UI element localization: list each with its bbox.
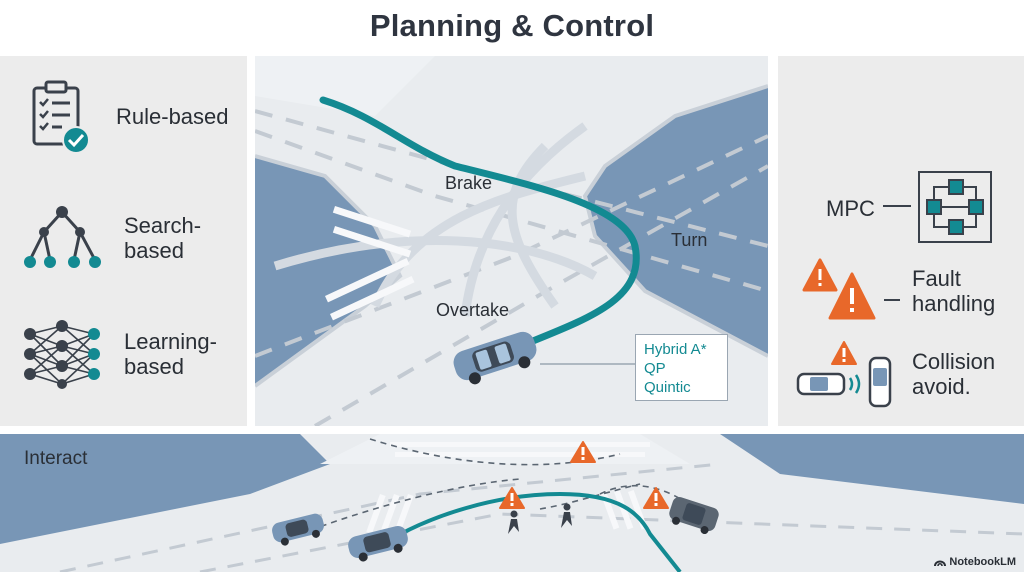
interact-label: Interact: [24, 448, 88, 469]
approach-label: Search- based: [124, 213, 202, 263]
brake-label: Brake: [445, 173, 492, 193]
checklist-icon: [32, 80, 90, 154]
neural-network-icon: [24, 320, 100, 389]
callout-line: Hybrid A*: [644, 341, 707, 358]
control-fault-handling: Fault handling: [802, 256, 995, 326]
turn-label: Turn: [671, 230, 707, 250]
control-label: Collision avoid.: [912, 349, 996, 399]
tree-graph-icon: [24, 206, 101, 268]
overtake-label: Overtake: [436, 300, 509, 320]
approach-learning-based: Learning- based: [22, 318, 217, 390]
page-title: Planning & Control: [369, 8, 655, 43]
control-mpc: MPC: [826, 168, 993, 248]
control-block-diagram-icon: [882, 171, 992, 243]
approaches-panel: Rule-based Search- based: [0, 56, 247, 426]
intersection-scene: Brake Turn Overtake Hybrid A* QP Quintic: [255, 56, 768, 426]
interaction-illustration: [0, 434, 1024, 572]
notebooklm-logo-icon: [934, 560, 947, 567]
callout-line: Quintic: [644, 379, 691, 396]
approach-label: Rule-based: [116, 103, 229, 129]
cars-sensor-icon: [796, 341, 892, 408]
interaction-scene: Interact NotebookLM: [0, 434, 1024, 572]
brand-label: NotebookLM: [949, 556, 1016, 568]
control-collision-avoid: Collision avoid.: [796, 338, 995, 410]
callout-line: QP: [644, 360, 666, 377]
control-label: MPC: [826, 195, 875, 221]
approach-rule-based: Rule-based: [26, 78, 229, 154]
control-label: Fault handling: [912, 266, 996, 316]
algorithm-callout: Hybrid A* QP Quintic: [635, 334, 728, 401]
approach-label: Learning- based: [124, 329, 217, 379]
control-panel: MPC Fault handling: [778, 56, 1024, 426]
warning-triangles-icon: [802, 258, 900, 320]
approach-search-based: Search- based: [22, 202, 201, 274]
brand-watermark: NotebookLM: [934, 556, 1016, 568]
